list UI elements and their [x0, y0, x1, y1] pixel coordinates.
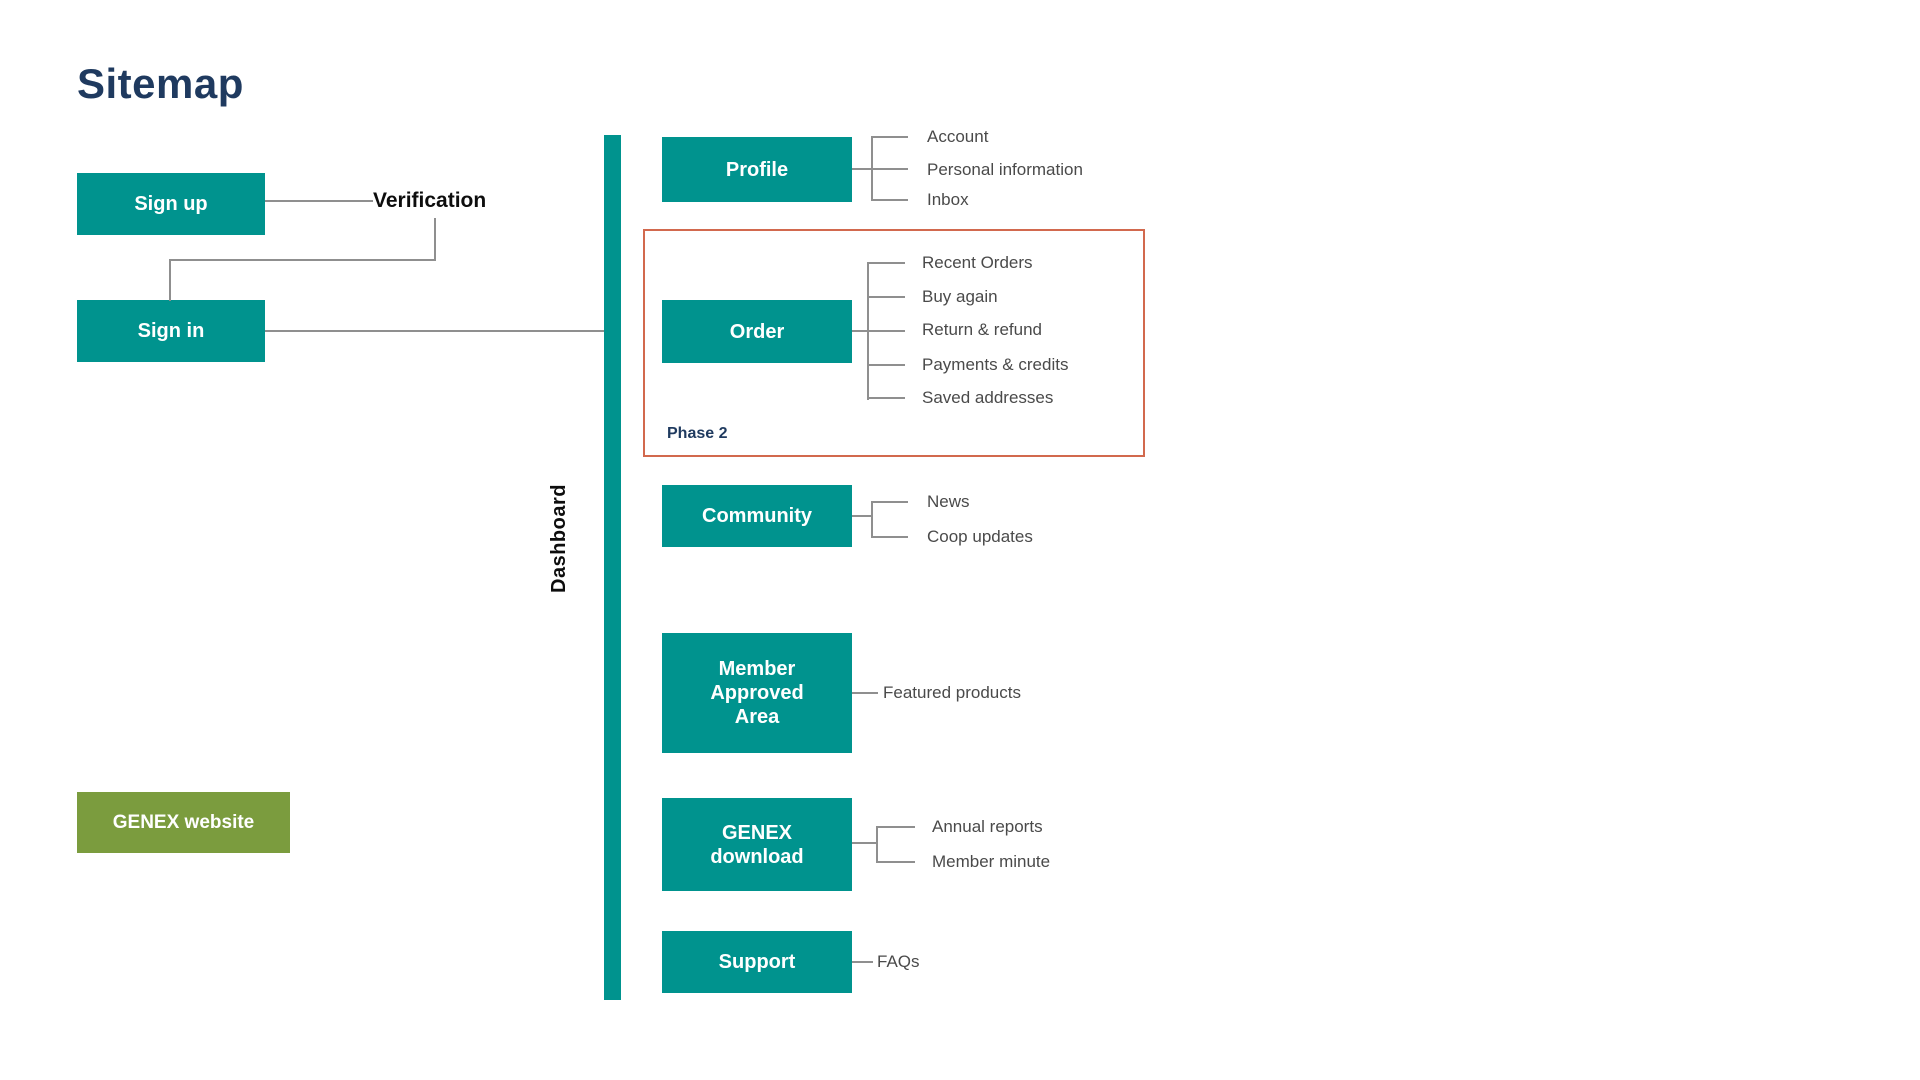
connector-profile-trunk: [852, 168, 872, 170]
leaf-inbox: Inbox: [927, 190, 969, 209]
connector-profile-branch: [871, 168, 908, 170]
connector-download-branch: [876, 861, 915, 863]
connector-order-trunk: [852, 330, 868, 332]
leaf-saved-addresses: Saved addresses: [922, 388, 1054, 407]
connector-verification-signin-h: [170, 259, 436, 261]
connector-download-branch: [876, 826, 915, 828]
connector-signin-dashboard: [265, 330, 604, 332]
leaf-annual-reports: Annual reports: [932, 817, 1043, 836]
page-title: Sitemap: [77, 60, 244, 107]
leaf-news: News: [927, 492, 970, 511]
phase2-outline: Phase 2: [643, 229, 1145, 457]
leaf-faqs: FAQs: [877, 952, 920, 971]
node-profile: Profile: [662, 137, 852, 202]
node-order: Order: [662, 300, 852, 363]
dashboard-label: Dashboard: [548, 484, 570, 594]
connector-order-branch: [867, 397, 905, 399]
node-support: Support: [662, 931, 852, 993]
verification-label: Verification: [373, 189, 487, 212]
connector-member-branch: [852, 692, 878, 694]
leaf-member-minute: Member minute: [932, 852, 1051, 871]
connector-community-branch: [871, 501, 908, 503]
node-community: Community: [662, 485, 852, 547]
dashboard-bar: [604, 135, 621, 1000]
node-member-approved-area: Member Approved Area: [662, 633, 852, 753]
phase2-label: Phase 2: [667, 425, 728, 442]
leaf-account: Account: [927, 127, 989, 146]
connector-order-branch: [867, 262, 905, 264]
leaf-personal-information: Personal information: [927, 160, 1083, 179]
connector-download-vtrunk: [876, 826, 878, 863]
leaf-coop-updates: Coop updates: [927, 527, 1033, 546]
connector-profile-branch: [871, 199, 908, 201]
connector-signup-verification: [265, 200, 373, 202]
node-genex-download: GENEX download: [662, 798, 852, 891]
leaf-buy-again: Buy again: [922, 287, 998, 306]
connector-community-trunk: [852, 515, 872, 517]
leaf-payments-credits: Payments & credits: [922, 355, 1069, 374]
connector-profile-branch: [871, 136, 908, 138]
node-sign-in: Sign in: [77, 300, 265, 362]
leaf-recent-orders: Recent Orders: [922, 253, 1033, 272]
connector-community-branch: [871, 536, 908, 538]
connector-signin-drop: [169, 259, 171, 301]
connector-community-vtrunk: [871, 501, 873, 538]
connector-verification-drop: [434, 218, 436, 261]
connector-order-branch: [867, 364, 905, 366]
connector-order-branch: [867, 330, 905, 332]
node-genex-website: GENEX website: [77, 792, 290, 853]
leaf-return-refund: Return & refund: [922, 320, 1043, 339]
connector-order-branch: [867, 296, 905, 298]
leaf-featured-products: Featured products: [883, 683, 1021, 702]
node-sign-up: Sign up: [77, 173, 265, 235]
connector-support-branch: [852, 961, 873, 963]
connector-download-trunk: [852, 842, 877, 844]
